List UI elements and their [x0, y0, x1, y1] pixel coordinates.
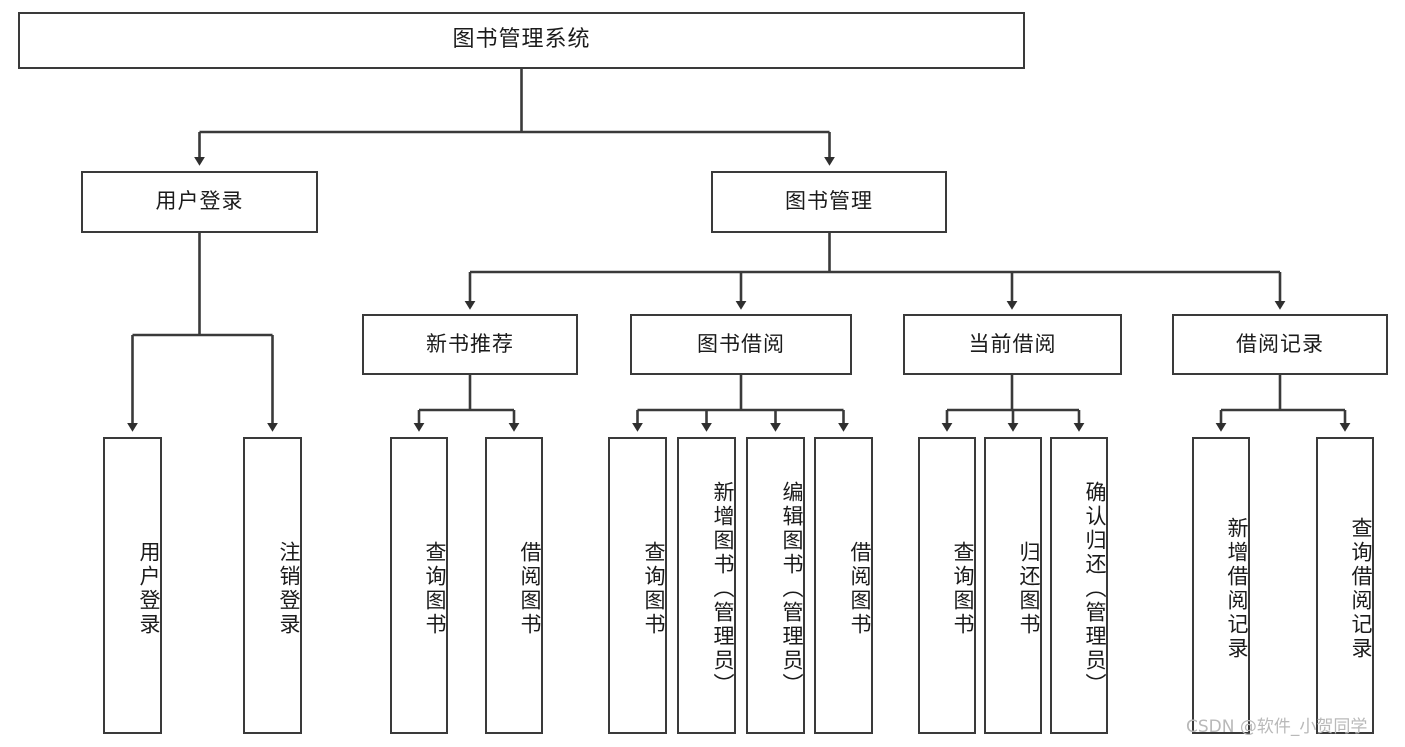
node-borrow-record-label: 借阅记录: [1236, 331, 1324, 356]
leaf-query-borrow-record-label: 查询借阅记录: [1349, 516, 1373, 661]
leaf-return-book-label: 归还图书: [1017, 540, 1041, 637]
csdn-watermark: CSDN @软件_小贺同学: [1186, 717, 1368, 737]
node-current-borrow-label: 当前借阅: [968, 331, 1057, 356]
node-user-login-label: 用户登录: [155, 189, 244, 214]
leaf-add-book-admin-label: 新增图书（管理员）: [711, 480, 735, 697]
leaf-user-login-label: 用户登录: [137, 540, 161, 637]
leaf-borrow-book-borrow[interactable]: 借阅图书: [814, 437, 873, 734]
node-book-management[interactable]: 图书管理: [711, 171, 947, 233]
node-book-borrow-label: 图书借阅: [697, 331, 785, 356]
leaf-borrow-book-newbook-label: 借阅图书: [518, 540, 542, 637]
node-borrow-record[interactable]: 借阅记录: [1172, 314, 1388, 375]
leaf-confirm-return-admin-label: 确认归还（管理员）: [1083, 480, 1107, 697]
node-root-label: 图书管理系统: [452, 27, 591, 53]
leaf-query-book-current[interactable]: 查询图书: [918, 437, 976, 734]
leaf-return-book[interactable]: 归还图书: [984, 437, 1042, 734]
leaf-user-login[interactable]: 用户登录: [103, 437, 162, 734]
leaf-query-book-borrow-label: 查询图书: [642, 540, 666, 637]
leaf-add-borrow-record-label: 新增借阅记录: [1225, 516, 1249, 661]
leaf-add-book-admin[interactable]: 新增图书（管理员）: [677, 437, 736, 734]
node-book-borrow[interactable]: 图书借阅: [630, 314, 852, 375]
leaf-query-borrow-record[interactable]: 查询借阅记录: [1316, 437, 1374, 734]
leaf-borrow-book-newbook[interactable]: 借阅图书: [485, 437, 543, 734]
leaf-query-book-newbook[interactable]: 查询图书: [390, 437, 448, 734]
leaf-add-borrow-record[interactable]: 新增借阅记录: [1192, 437, 1250, 734]
node-new-book-recommend-label: 新书推荐: [426, 331, 514, 356]
leaf-logout[interactable]: 注销登录: [243, 437, 302, 734]
leaf-confirm-return-admin[interactable]: 确认归还（管理员）: [1050, 437, 1108, 734]
leaf-borrow-book-borrow-label: 借阅图书: [848, 540, 872, 637]
leaf-logout-label: 注销登录: [277, 540, 301, 637]
leaf-query-book-current-label: 查询图书: [951, 540, 975, 637]
node-new-book-recommend[interactable]: 新书推荐: [362, 314, 578, 375]
leaf-query-book-newbook-label: 查询图书: [423, 540, 447, 637]
node-user-login[interactable]: 用户登录: [81, 171, 318, 233]
node-root[interactable]: 图书管理系统: [18, 12, 1025, 69]
node-current-borrow[interactable]: 当前借阅: [903, 314, 1122, 375]
node-book-management-label: 图书管理: [785, 189, 873, 214]
leaf-edit-book-admin[interactable]: 编辑图书（管理员）: [746, 437, 805, 734]
leaf-edit-book-admin-label: 编辑图书（管理员）: [780, 480, 804, 697]
leaf-query-book-borrow[interactable]: 查询图书: [608, 437, 667, 734]
